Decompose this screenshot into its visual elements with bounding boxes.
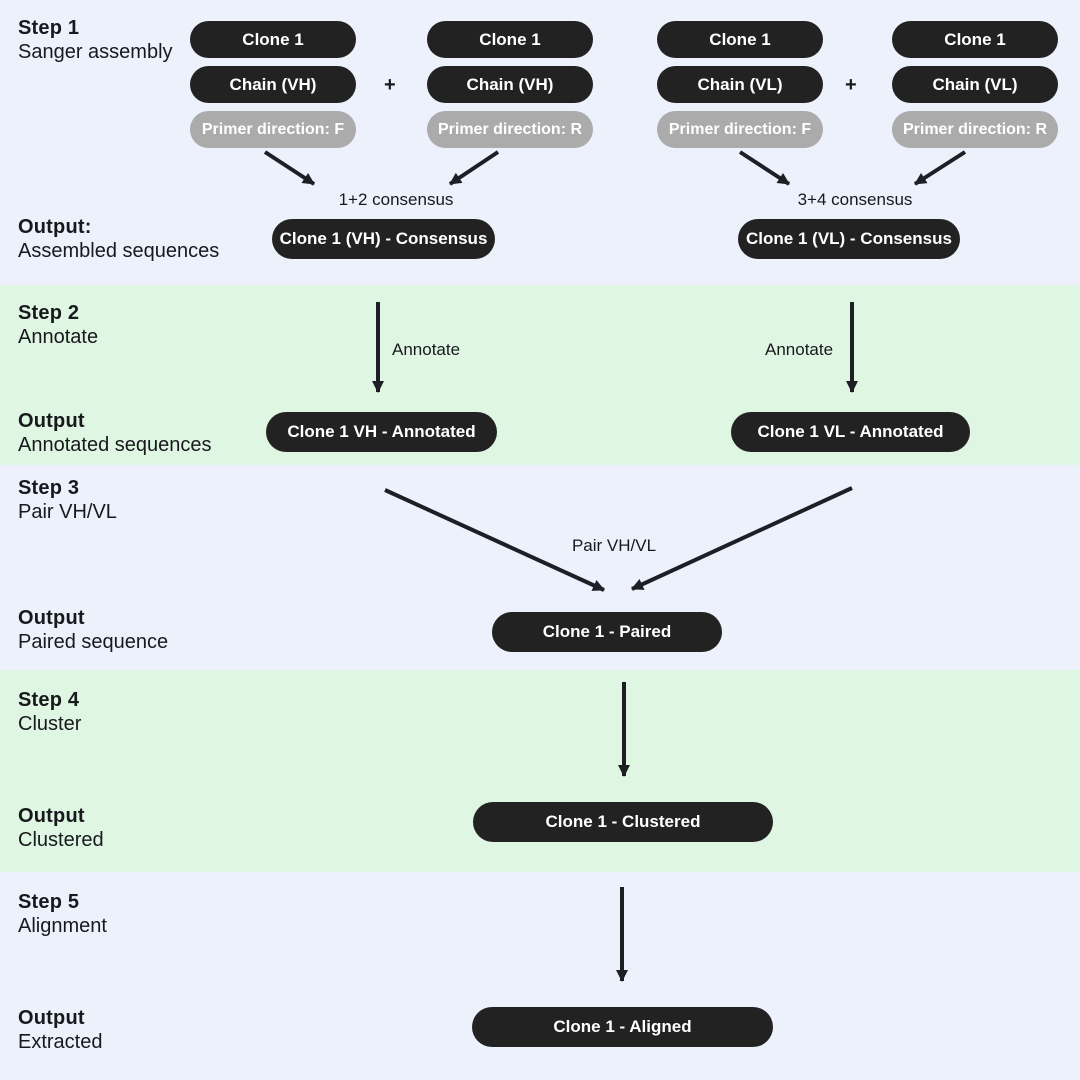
aligned-pill: Clone 1 - Aligned bbox=[472, 1007, 773, 1047]
step5-subtitle: Alignment bbox=[18, 915, 107, 937]
step5-output-header: Output Extracted bbox=[18, 1006, 102, 1055]
chain-pill-1: Chain (VH) bbox=[190, 66, 356, 103]
step3-output-subtitle: Paired sequence bbox=[18, 631, 169, 653]
step5-output-subtitle: Extracted bbox=[18, 1031, 103, 1053]
step4-title: Step 4 bbox=[18, 689, 80, 711]
annotate-label-right: Annotate bbox=[765, 340, 834, 359]
step5-title: Step 5 bbox=[18, 891, 80, 913]
step1-output-title: Output: bbox=[18, 216, 92, 238]
step1-output-subtitle: Assembled sequences bbox=[18, 240, 220, 262]
step3-subtitle: Pair VH/VL bbox=[18, 501, 117, 523]
step3-title: Step 3 bbox=[18, 477, 80, 499]
step2-subtitle: Annotate bbox=[18, 326, 99, 348]
step3-output-header: Output Paired sequence bbox=[18, 606, 168, 655]
step4-output-header: Output Clustered bbox=[18, 804, 104, 853]
step2-output-header: Output Annotated sequences bbox=[18, 409, 212, 458]
plus-sign-left: + bbox=[384, 74, 396, 96]
vh-annotated-pill: Clone 1 VH - Annotated bbox=[266, 412, 497, 452]
step4-subtitle: Cluster bbox=[18, 713, 82, 735]
clone-pill-2: Clone 1 bbox=[427, 21, 593, 58]
step1-title: Step 1 bbox=[18, 17, 80, 39]
primer-pill-4: Primer direction: R bbox=[892, 111, 1058, 148]
consensus-label-right: 3+4 consensus bbox=[797, 190, 913, 209]
step2-header: Step 2 Annotate bbox=[18, 301, 98, 350]
step5-header: Step 5 Alignment bbox=[18, 890, 107, 939]
step5-band bbox=[0, 872, 1080, 1080]
step2-output-subtitle: Annotated sequences bbox=[18, 434, 212, 456]
clone-pill-4: Clone 1 bbox=[892, 21, 1058, 58]
plus-sign-right: + bbox=[845, 74, 857, 96]
primer-pill-3: Primer direction: F bbox=[657, 111, 823, 148]
chain-pill-3: Chain (VL) bbox=[657, 66, 823, 103]
chain-pill-2: Chain (VH) bbox=[427, 66, 593, 103]
clustered-pill: Clone 1 - Clustered bbox=[473, 802, 773, 842]
step3-output-title: Output bbox=[18, 607, 85, 629]
primer-pill-2: Primer direction: R bbox=[427, 111, 593, 148]
annotate-label-left: Annotate bbox=[392, 340, 461, 359]
step2-title: Step 2 bbox=[18, 302, 80, 324]
vl-consensus-pill: Clone 1 (VL) - Consensus bbox=[738, 219, 960, 259]
primer-pill-1: Primer direction: F bbox=[190, 111, 356, 148]
chain-pill-4: Chain (VL) bbox=[892, 66, 1058, 103]
pair-label: Pair VH/VL bbox=[571, 536, 657, 555]
step2-output-title: Output bbox=[18, 410, 85, 432]
step1-subtitle: Sanger assembly bbox=[18, 41, 173, 63]
step3-header: Step 3 Pair VH/VL bbox=[18, 476, 117, 525]
step1-output-header: Output: Assembled sequences bbox=[18, 215, 219, 264]
vh-consensus-pill: Clone 1 (VH) - Consensus bbox=[272, 219, 495, 259]
consensus-label-left: 1+2 consensus bbox=[338, 190, 454, 209]
paired-pill: Clone 1 - Paired bbox=[492, 612, 722, 652]
step4-output-subtitle: Clustered bbox=[18, 829, 104, 851]
vl-annotated-pill: Clone 1 VL - Annotated bbox=[731, 412, 970, 452]
step5-output-title: Output bbox=[18, 1007, 85, 1029]
step1-header: Step 1 Sanger assembly bbox=[18, 16, 173, 65]
clone-pill-1: Clone 1 bbox=[190, 21, 356, 58]
step4-header: Step 4 Cluster bbox=[18, 688, 81, 737]
step4-output-title: Output bbox=[18, 805, 85, 827]
clone-pill-3: Clone 1 bbox=[657, 21, 823, 58]
